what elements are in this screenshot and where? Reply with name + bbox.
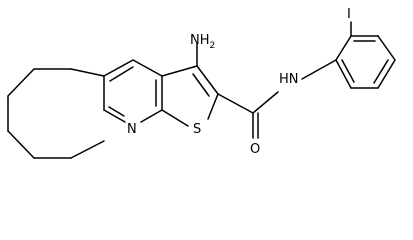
bond-py-1 bbox=[103, 59, 134, 77]
bond-carbonyl-c bbox=[217, 93, 254, 114]
bond-amide-n bbox=[252, 91, 279, 114]
bond-ring8-7 bbox=[70, 140, 105, 159]
bond-py-2 bbox=[132, 59, 163, 77]
molecule-structure: NH2 HN I N S O bbox=[7, 7, 396, 159]
atom-label-carbonyl-o: O bbox=[250, 142, 260, 157]
bond-ph-6 bbox=[335, 59, 352, 89]
bond-th-2 bbox=[196, 65, 219, 95]
bond-ring8-5 bbox=[7, 130, 35, 159]
bond-ph-3 bbox=[377, 35, 396, 61]
bond-lines bbox=[7, 21, 396, 159]
bond-th-3 bbox=[207, 93, 219, 120]
atom-label-iodine: I bbox=[347, 7, 351, 22]
bond-th-2b bbox=[192, 73, 210, 97]
atom-label-amide-nh: HN bbox=[279, 72, 299, 87]
bond-ph-6b bbox=[341, 59, 355, 83]
atom-label-amine: NH2 bbox=[190, 33, 215, 51]
bond-ph-4b bbox=[373, 59, 389, 84]
bond-py-1b bbox=[109, 66, 134, 82]
bond-ring8-1 bbox=[70, 68, 105, 77]
bond-ph-1 bbox=[335, 35, 352, 61]
bond-ph-4 bbox=[377, 59, 396, 89]
bond-py-5 bbox=[103, 109, 126, 123]
atom-label-pyridine-n: N bbox=[127, 122, 137, 137]
bond-py-5b bbox=[108, 106, 125, 117]
atom-labels: NH2 HN I N S O bbox=[127, 7, 351, 157]
bond-py-4 bbox=[140, 109, 163, 123]
atom-label-thiophene-s: S bbox=[193, 122, 201, 137]
bond-ring8-3 bbox=[7, 68, 35, 97]
bond-th-4 bbox=[161, 109, 189, 127]
bond-n-aryl bbox=[301, 59, 337, 80]
bond-th-1 bbox=[161, 65, 198, 77]
